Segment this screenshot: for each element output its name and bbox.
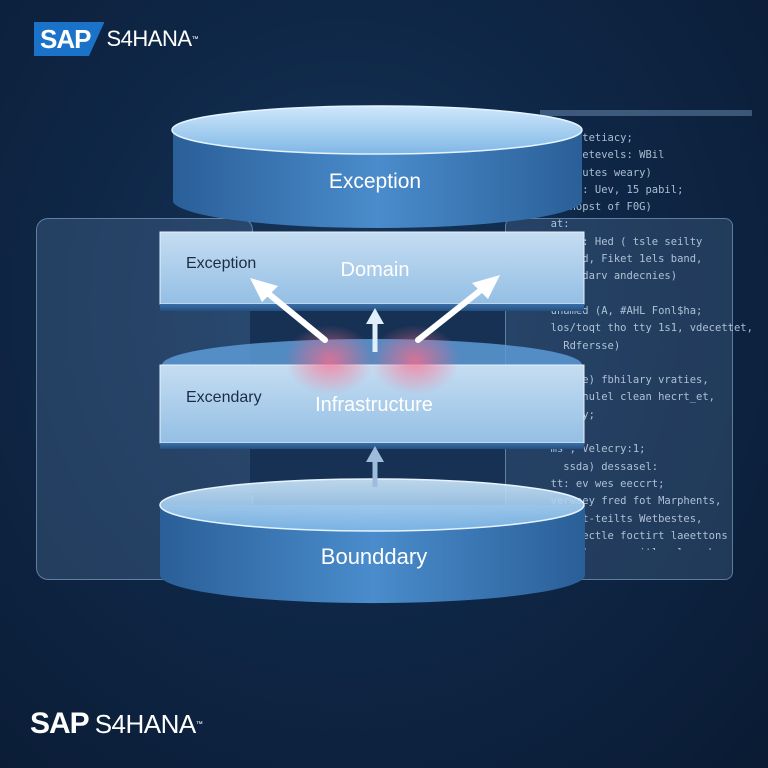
s4hana-product: S4HANA: [94, 708, 197, 739]
trademark-mark: ™: [191, 35, 199, 43]
sap-s4hana-logo-top: SAP S4HANA ™: [34, 22, 199, 56]
domain-side-label: Exception: [186, 255, 256, 272]
glow-left: [285, 325, 375, 395]
arrow-up-left: [250, 278, 328, 343]
infrastructure-label: Infrastructure: [315, 394, 433, 416]
domain-layer: [159, 231, 585, 311]
code-line: Rdfersse): [538, 339, 621, 352]
s4hana-product: S4HANA: [106, 26, 192, 51]
boundary-layer: [159, 478, 585, 604]
boundary-label: Bounddary: [321, 544, 427, 569]
sap-brand: SAP: [34, 22, 105, 56]
arrow-up-lower: [366, 446, 384, 487]
arrow-up-center: [366, 308, 384, 352]
code-line: tt: ev wes eeccrt;: [538, 477, 665, 490]
domain-label: Domain: [341, 259, 410, 281]
infrastructure-side-label: Excendary: [186, 389, 262, 406]
exception-layer: [171, 105, 583, 229]
arrow-up-right: [415, 275, 500, 343]
exception-label: Exception: [329, 170, 421, 193]
trademark-mark: ™: [195, 720, 203, 728]
code-header-strip: [540, 110, 752, 116]
code-line: ssda) dessasel:: [538, 460, 659, 473]
code-line: at:: [538, 218, 570, 231]
sap-s4hana-logo-bottom: SAP S4HANA ™: [30, 708, 203, 740]
code-line: los/toqt tho tty 1s1, vdecettet,: [538, 322, 753, 335]
glow-right: [370, 325, 460, 395]
infrastructure-layer: [159, 339, 585, 449]
sap-brand: SAP: [30, 707, 90, 740]
code-line: ed , darv andecnies): [538, 270, 678, 283]
